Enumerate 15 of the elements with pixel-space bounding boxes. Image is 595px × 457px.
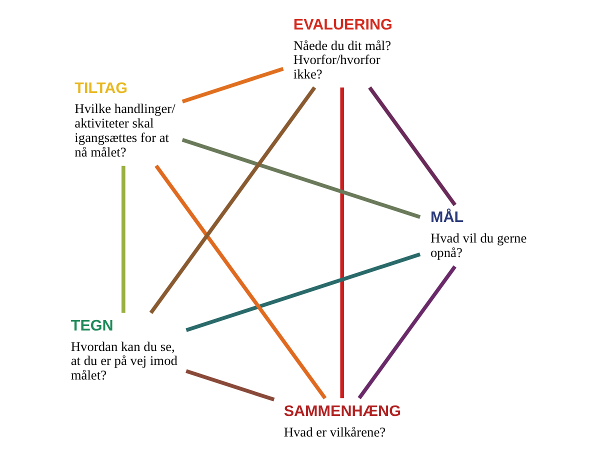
connector [122, 166, 126, 313]
connector [154, 164, 327, 400]
connector [182, 138, 421, 219]
connector [149, 86, 316, 314]
connector [368, 86, 457, 206]
connector [358, 265, 456, 400]
node-text: SAMMENHÆNG Hvad er vilkårene? [284, 402, 401, 440]
connector [182, 66, 284, 104]
node-text: TEGN Hvordan kan du se, at du er på vej imod målet? [70, 317, 178, 383]
node-text: TILTAG Hvilke handlinger/ aktiviteter skal igangsættes for at nå målet? [74, 80, 176, 160]
node-text: MÅL Hvad vil du gerne opnå? [430, 209, 527, 260]
connector [340, 87, 344, 398]
connector [186, 369, 275, 402]
node-text: EVALUERING Nåede du dit mål? Hvorfor/hvorfor ikke? [293, 16, 392, 82]
connector [186, 252, 421, 332]
